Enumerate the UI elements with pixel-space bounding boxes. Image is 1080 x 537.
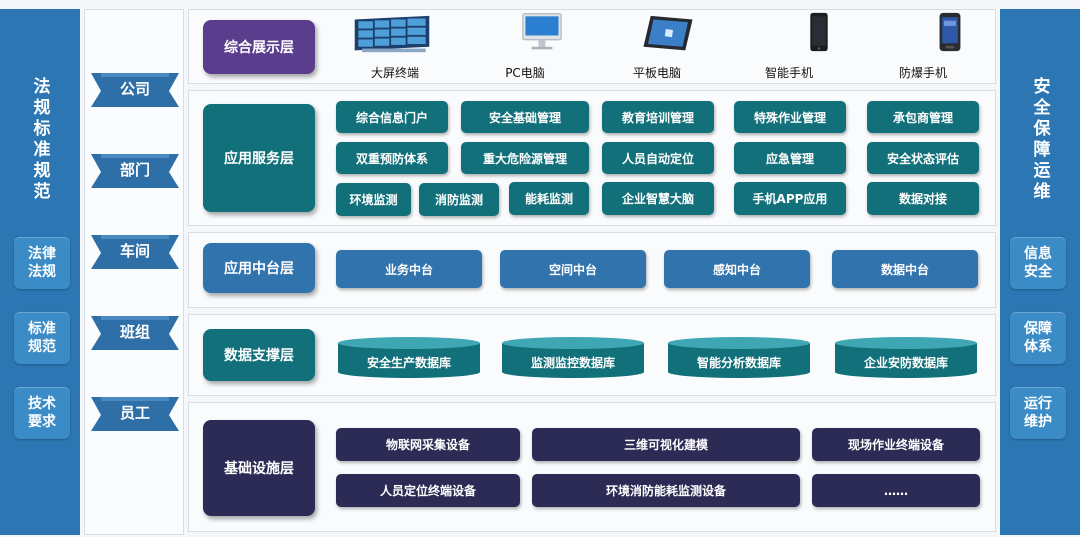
device-pc[interactable]: PC电脑 [470,12,580,82]
video-wall-icon [354,15,430,53]
smartphone-icon [810,12,828,52]
side-item-tech-requirements[interactable]: 技术 要求 [14,387,70,439]
infrastructure-layer-label[interactable]: 基础设施层 [203,420,315,516]
db-label: 智能分析数据库 [696,355,781,370]
db-label: 安全生产数据库 [366,355,451,370]
service-auto-positioning[interactable]: 人员自动定位 [602,142,714,174]
service-environment-monitoring[interactable]: 环境监测 [336,183,411,216]
service-emergency[interactable]: 应急管理 [734,142,846,174]
org-level-team[interactable]: 班组 [91,314,179,352]
org-level-workshop[interactable]: 车间 [91,233,179,271]
device-label: 防爆手机 [898,65,947,80]
db-intelligent-analysis[interactable]: 智能分析数据库 [666,336,812,378]
device-label: 大屏终端 [370,65,419,80]
org-level-employee[interactable]: 员工 [91,395,179,433]
service-contractor[interactable]: 承包商管理 [867,101,979,133]
service-special-operations[interactable]: 特殊作业管理 [734,101,846,133]
infrastructure-layer-panel [188,402,996,532]
service-safety-assessment[interactable]: 安全状态评估 [867,142,979,174]
platform-spatial[interactable]: 空间中台 [500,250,646,288]
device-label: PC电脑 [505,65,545,80]
side-item-laws[interactable]: 法律 法规 [14,237,70,289]
service-mobile-app[interactable]: 手机APP应用 [734,182,846,215]
infra-iot-collection[interactable]: 物联网采集设备 [336,428,520,461]
platform-business[interactable]: 业务中台 [336,250,482,288]
side-item-guarantee-system[interactable]: 保障 体系 [1010,312,1066,364]
infra-3d-modeling[interactable]: 三维可视化建模 [532,428,800,461]
service-training[interactable]: 教育培训管理 [602,101,714,133]
app-service-layer-label[interactable]: 应用服务层 [203,104,315,212]
db-monitoring[interactable]: 监测监控数据库 [500,336,646,378]
infra-positioning-terminal[interactable]: 人员定位终端设备 [336,474,520,507]
left-sidebar: 法规标准规范 法律 法规 标准 规范 技术 要求 [0,9,80,535]
service-energy-monitoring[interactable]: 能耗监测 [509,182,589,215]
platform-data[interactable]: 数据中台 [832,250,978,288]
side-item-operations[interactable]: 运行 维护 [1010,387,1066,439]
org-level-label: 班组 [119,322,150,341]
device-label: 平板电脑 [632,65,681,80]
desktop-pc-icon [522,13,562,50]
platform-perception[interactable]: 感知中台 [664,250,810,288]
tablet-icon [643,15,693,51]
data-support-layer-label[interactable]: 数据支撑层 [203,329,315,381]
service-fire-monitoring[interactable]: 消防监测 [419,183,499,216]
display-layer-label[interactable]: 综合展示层 [203,20,315,74]
side-item-info-security[interactable]: 信息 安全 [1010,237,1066,289]
db-label: 监测监控数据库 [530,355,615,370]
service-dual-prevention[interactable]: 双重预防体系 [336,142,448,174]
service-data-integration[interactable]: 数据对接 [867,182,979,215]
service-smart-brain[interactable]: 企业智慧大脑 [602,182,714,215]
service-portal[interactable]: 综合信息门户 [336,101,448,133]
service-major-hazard[interactable]: 重大危险源管理 [461,142,589,174]
db-safety-production[interactable]: 安全生产数据库 [336,336,482,378]
infra-field-terminal[interactable]: 现场作业终端设备 [812,428,980,461]
device-smartphone[interactable]: 智能手机 [734,12,844,82]
db-enterprise-security[interactable]: 企业安防数据库 [833,336,979,378]
display-layer-panel [188,9,996,84]
device-explosion-proof-phone[interactable]: 防爆手机 [868,12,978,82]
service-safety-basics[interactable]: 安全基础管理 [461,101,589,133]
org-level-label: 公司 [119,79,150,98]
org-level-company[interactable]: 公司 [91,71,179,109]
infra-more[interactable]: …… [812,474,980,507]
org-level-label: 车间 [119,241,150,260]
left-sidebar-title: 法规标准规范 [29,77,50,203]
app-service-layer-panel [188,90,996,226]
org-level-label: 员工 [119,403,150,422]
org-level-department[interactable]: 部门 [91,152,179,190]
device-tablet[interactable]: 平板电脑 [602,12,712,82]
infra-monitoring-equipment[interactable]: 环境消防能耗监测设备 [532,474,800,507]
device-big-screen[interactable]: 大屏终端 [340,12,450,82]
right-sidebar-title: 安全保障运维 [1029,77,1050,203]
middle-platform-layer-label[interactable]: 应用中台层 [203,243,315,293]
side-item-standards[interactable]: 标准 规范 [14,312,70,364]
right-sidebar: 安全保障运维 信息 安全 保障 体系 运行 维护 [1000,9,1080,535]
explosion-proof-phone-icon [939,12,961,52]
device-label: 智能手机 [764,65,813,80]
db-label: 企业安防数据库 [863,355,948,370]
org-level-label: 部门 [119,160,150,179]
